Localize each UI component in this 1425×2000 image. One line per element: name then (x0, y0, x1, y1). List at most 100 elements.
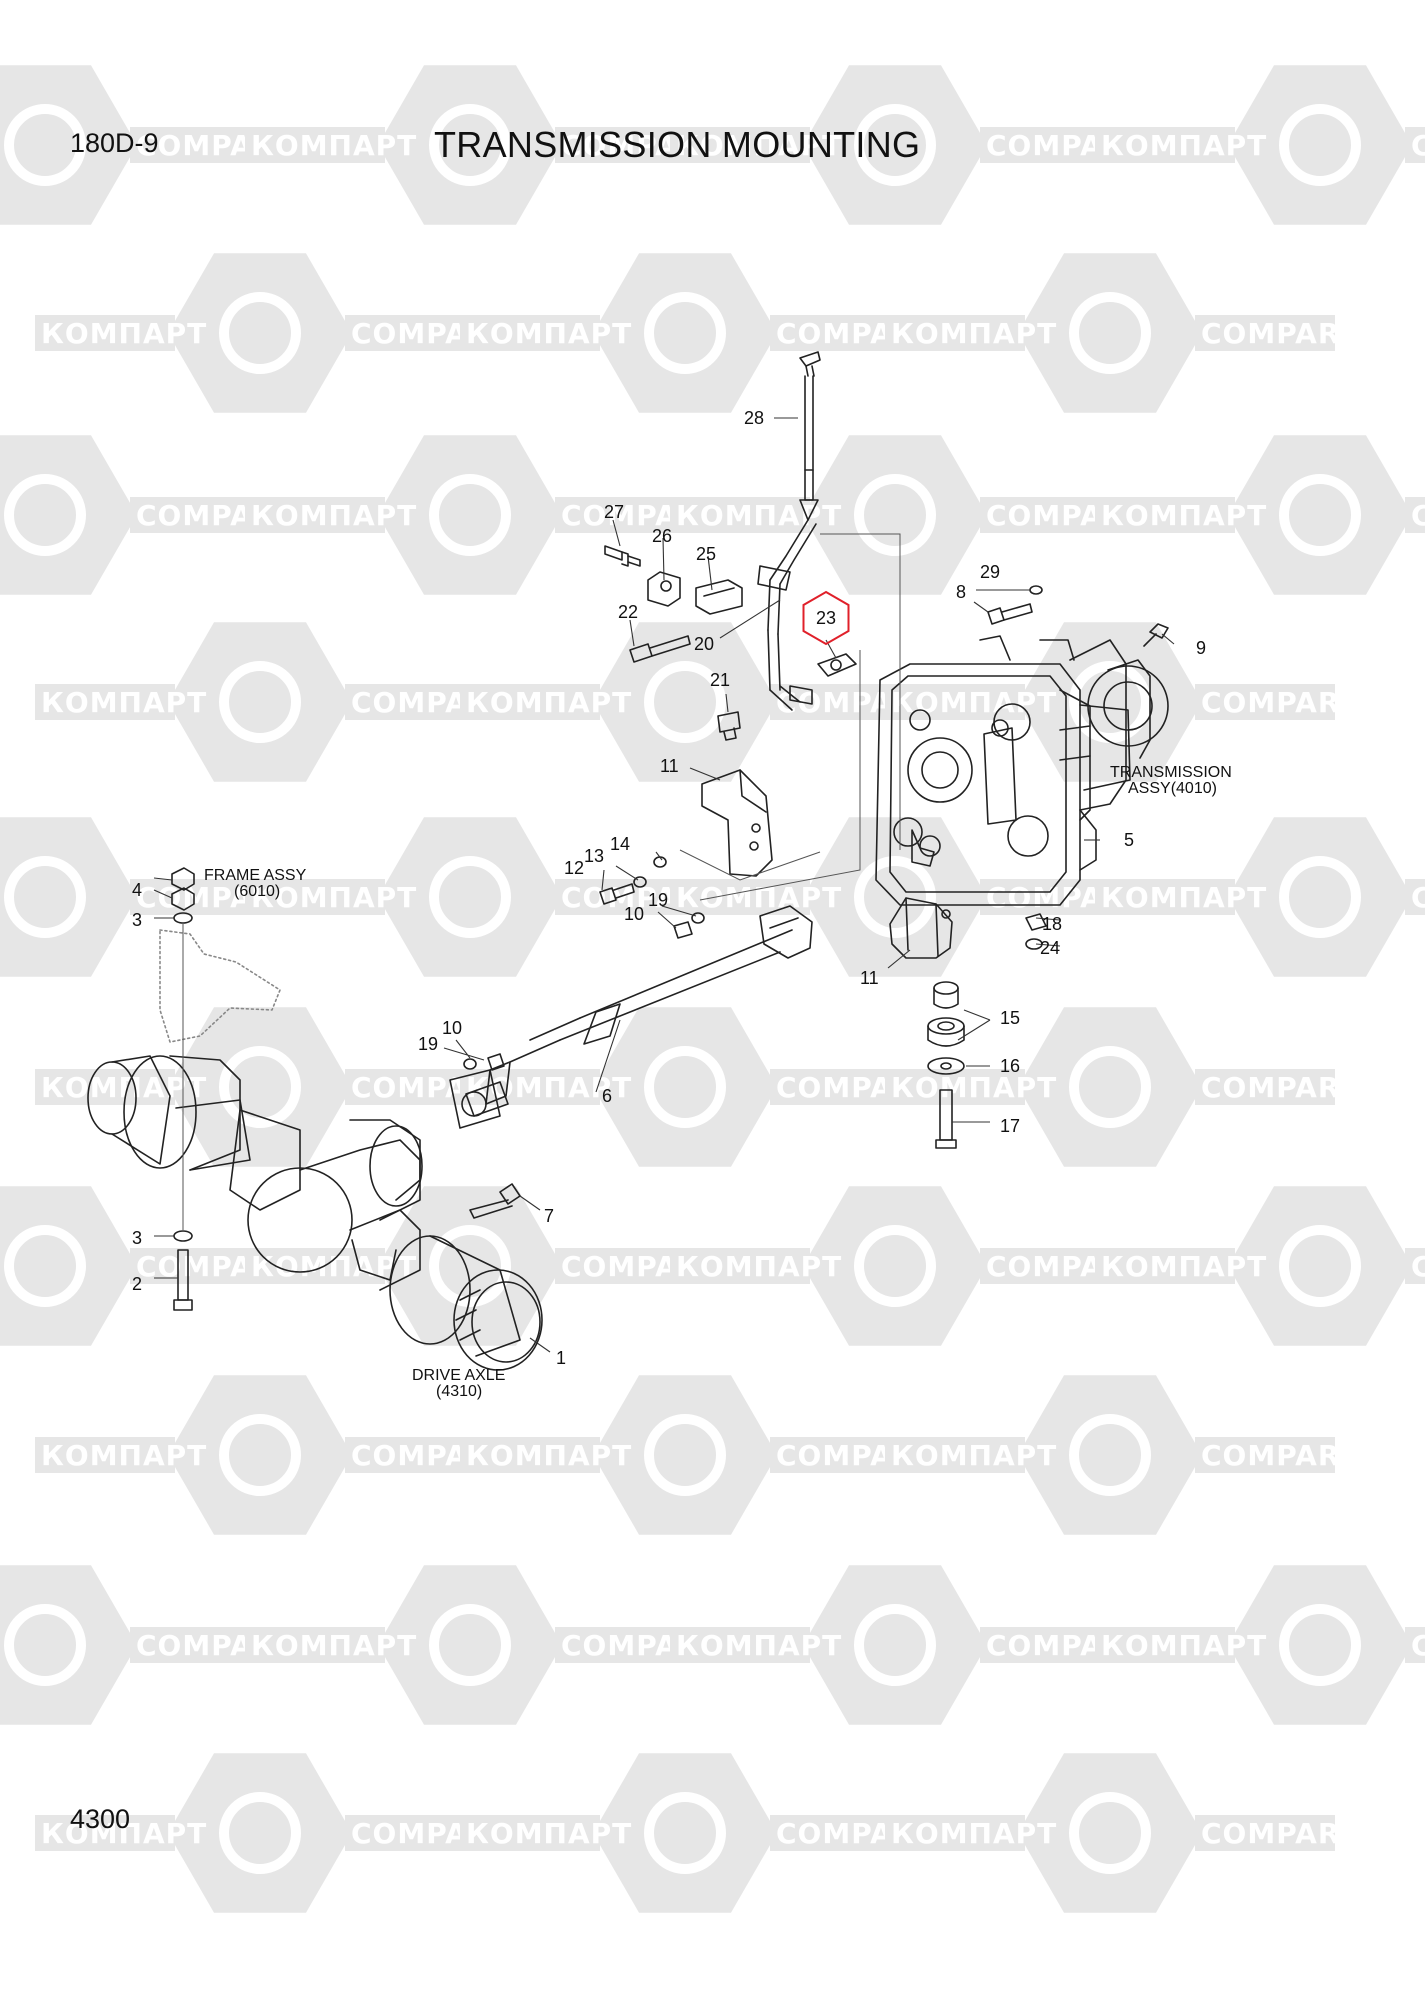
transmission-assy-name: TRANSMISSION (1110, 764, 1232, 781)
watermark-tile: КОМПАРТ COMPART (885, 1007, 1359, 1167)
watermark-bar (1095, 127, 1235, 163)
watermark-text: COMPART (1201, 1817, 1359, 1850)
watermark-bar (460, 1069, 600, 1105)
watermark-hex (593, 1007, 777, 1167)
callout-10-lower: 10 (442, 1018, 462, 1038)
watermark-hex (0, 435, 137, 595)
assembly-boundary-lines (679, 533, 901, 901)
watermark-c-logo (1069, 661, 1151, 743)
watermark-bar (1195, 1437, 1335, 1473)
callout-4: 4 (132, 880, 142, 900)
dipstick-tube (757, 351, 821, 711)
watermark-text: КОМПАРТ (891, 1071, 1057, 1104)
callout-2: 2 (132, 1274, 142, 1294)
watermark-c-logo (4, 1225, 86, 1307)
assembly-notes: FRAME ASSY (6010) TRANSMISSION ASSY(4010… (204, 764, 1232, 1400)
watermark-hex (0, 1565, 137, 1725)
watermark-bar (885, 684, 1025, 720)
watermark-hex (1018, 1007, 1202, 1167)
clamp-26 (647, 571, 681, 607)
mount-15 (927, 981, 965, 1047)
watermark-text: COMPART (1201, 317, 1359, 350)
watermark-text: COMPART (1201, 1439, 1359, 1472)
watermark-hex (803, 1186, 987, 1346)
watermark-bar (1195, 684, 1335, 720)
drive-axle-name: DRIVE AXLE (412, 1367, 505, 1384)
watermark-hex (378, 817, 562, 977)
watermark-hex (1018, 1375, 1202, 1535)
watermark-c-logo (4, 104, 86, 186)
propeller-shaft (449, 905, 813, 1129)
watermark-c-logo (854, 856, 936, 938)
watermark-text: КОМПАРТ (1101, 129, 1267, 162)
washer-3-upper (173, 912, 193, 924)
callout-6: 6 (602, 1086, 612, 1106)
bolt-21 (717, 711, 741, 741)
bolt-22 (629, 635, 691, 663)
watermark-hex (803, 817, 987, 977)
washer-19-lower (463, 1058, 477, 1070)
watermark-text: COMPART (1411, 1629, 1425, 1662)
watermark-text: COMPART (1201, 1071, 1359, 1104)
watermark-c-logo (1069, 292, 1151, 374)
bolt-17 (935, 1089, 957, 1149)
watermark-c-logo (854, 474, 936, 556)
watermark-hex (168, 1753, 352, 1913)
callout-14: 14 (610, 834, 630, 854)
watermark-hex (0, 1186, 137, 1346)
watermark-bar (670, 497, 810, 533)
watermark-hex (593, 622, 777, 782)
watermark-bar (1095, 879, 1235, 915)
washer-13 (633, 876, 647, 888)
watermark-c-logo (4, 474, 86, 556)
watermark-bar (670, 127, 810, 163)
watermark-bar (460, 315, 600, 351)
watermark-bar (1405, 1627, 1425, 1663)
watermark-bar (35, 1437, 175, 1473)
watermark-hex (1228, 1186, 1412, 1346)
watermark-c-logo (854, 1604, 936, 1686)
watermark-text: КОМПАРТ (41, 1439, 207, 1472)
watermark-hex (378, 435, 562, 595)
watermark-text: КОМПАРТ (41, 317, 207, 350)
watermark-text: COMPART (1411, 1250, 1425, 1283)
watermark-c-logo (4, 1604, 86, 1686)
watermark-hex (1018, 622, 1202, 782)
model-code: 180D-9 (70, 128, 159, 158)
watermark-bar (1405, 497, 1425, 533)
watermark-hex (1018, 1753, 1202, 1913)
nut-10-upper (673, 921, 693, 939)
watermark-text: КОМПАРТ (41, 686, 207, 719)
callout-8: 8 (956, 582, 966, 602)
watermark-hex (378, 65, 562, 225)
watermark-bar (885, 1815, 1025, 1851)
watermark-hex (803, 1565, 987, 1725)
callout-5: 5 (1124, 830, 1134, 850)
watermark-text: КОМПАРТ (251, 1629, 417, 1662)
callout-7: 7 (544, 1206, 554, 1226)
watermark-text: КОМПАРТ (251, 1250, 417, 1283)
watermark-text: КОМПАРТ (251, 499, 417, 532)
watermark-text: КОМПАРТ (251, 881, 417, 914)
drive-axle (87, 1055, 543, 1371)
watermark-text: КОМПАРТ (676, 881, 842, 914)
watermark-bar (245, 1627, 385, 1663)
watermark-text: КОМПАРТ (41, 1071, 207, 1104)
watermark-bar (1195, 1815, 1335, 1851)
watermark-c-logo (1069, 1792, 1151, 1874)
watermark-c-logo (429, 474, 511, 556)
watermark-bar (460, 1437, 600, 1473)
watermark-hex (1228, 817, 1412, 977)
watermark-hex (803, 65, 987, 225)
bolt-9 (1143, 623, 1169, 647)
callout-24: 24 (1040, 938, 1060, 958)
watermark-c-logo (429, 1225, 511, 1307)
watermark-c-logo (219, 1414, 301, 1496)
